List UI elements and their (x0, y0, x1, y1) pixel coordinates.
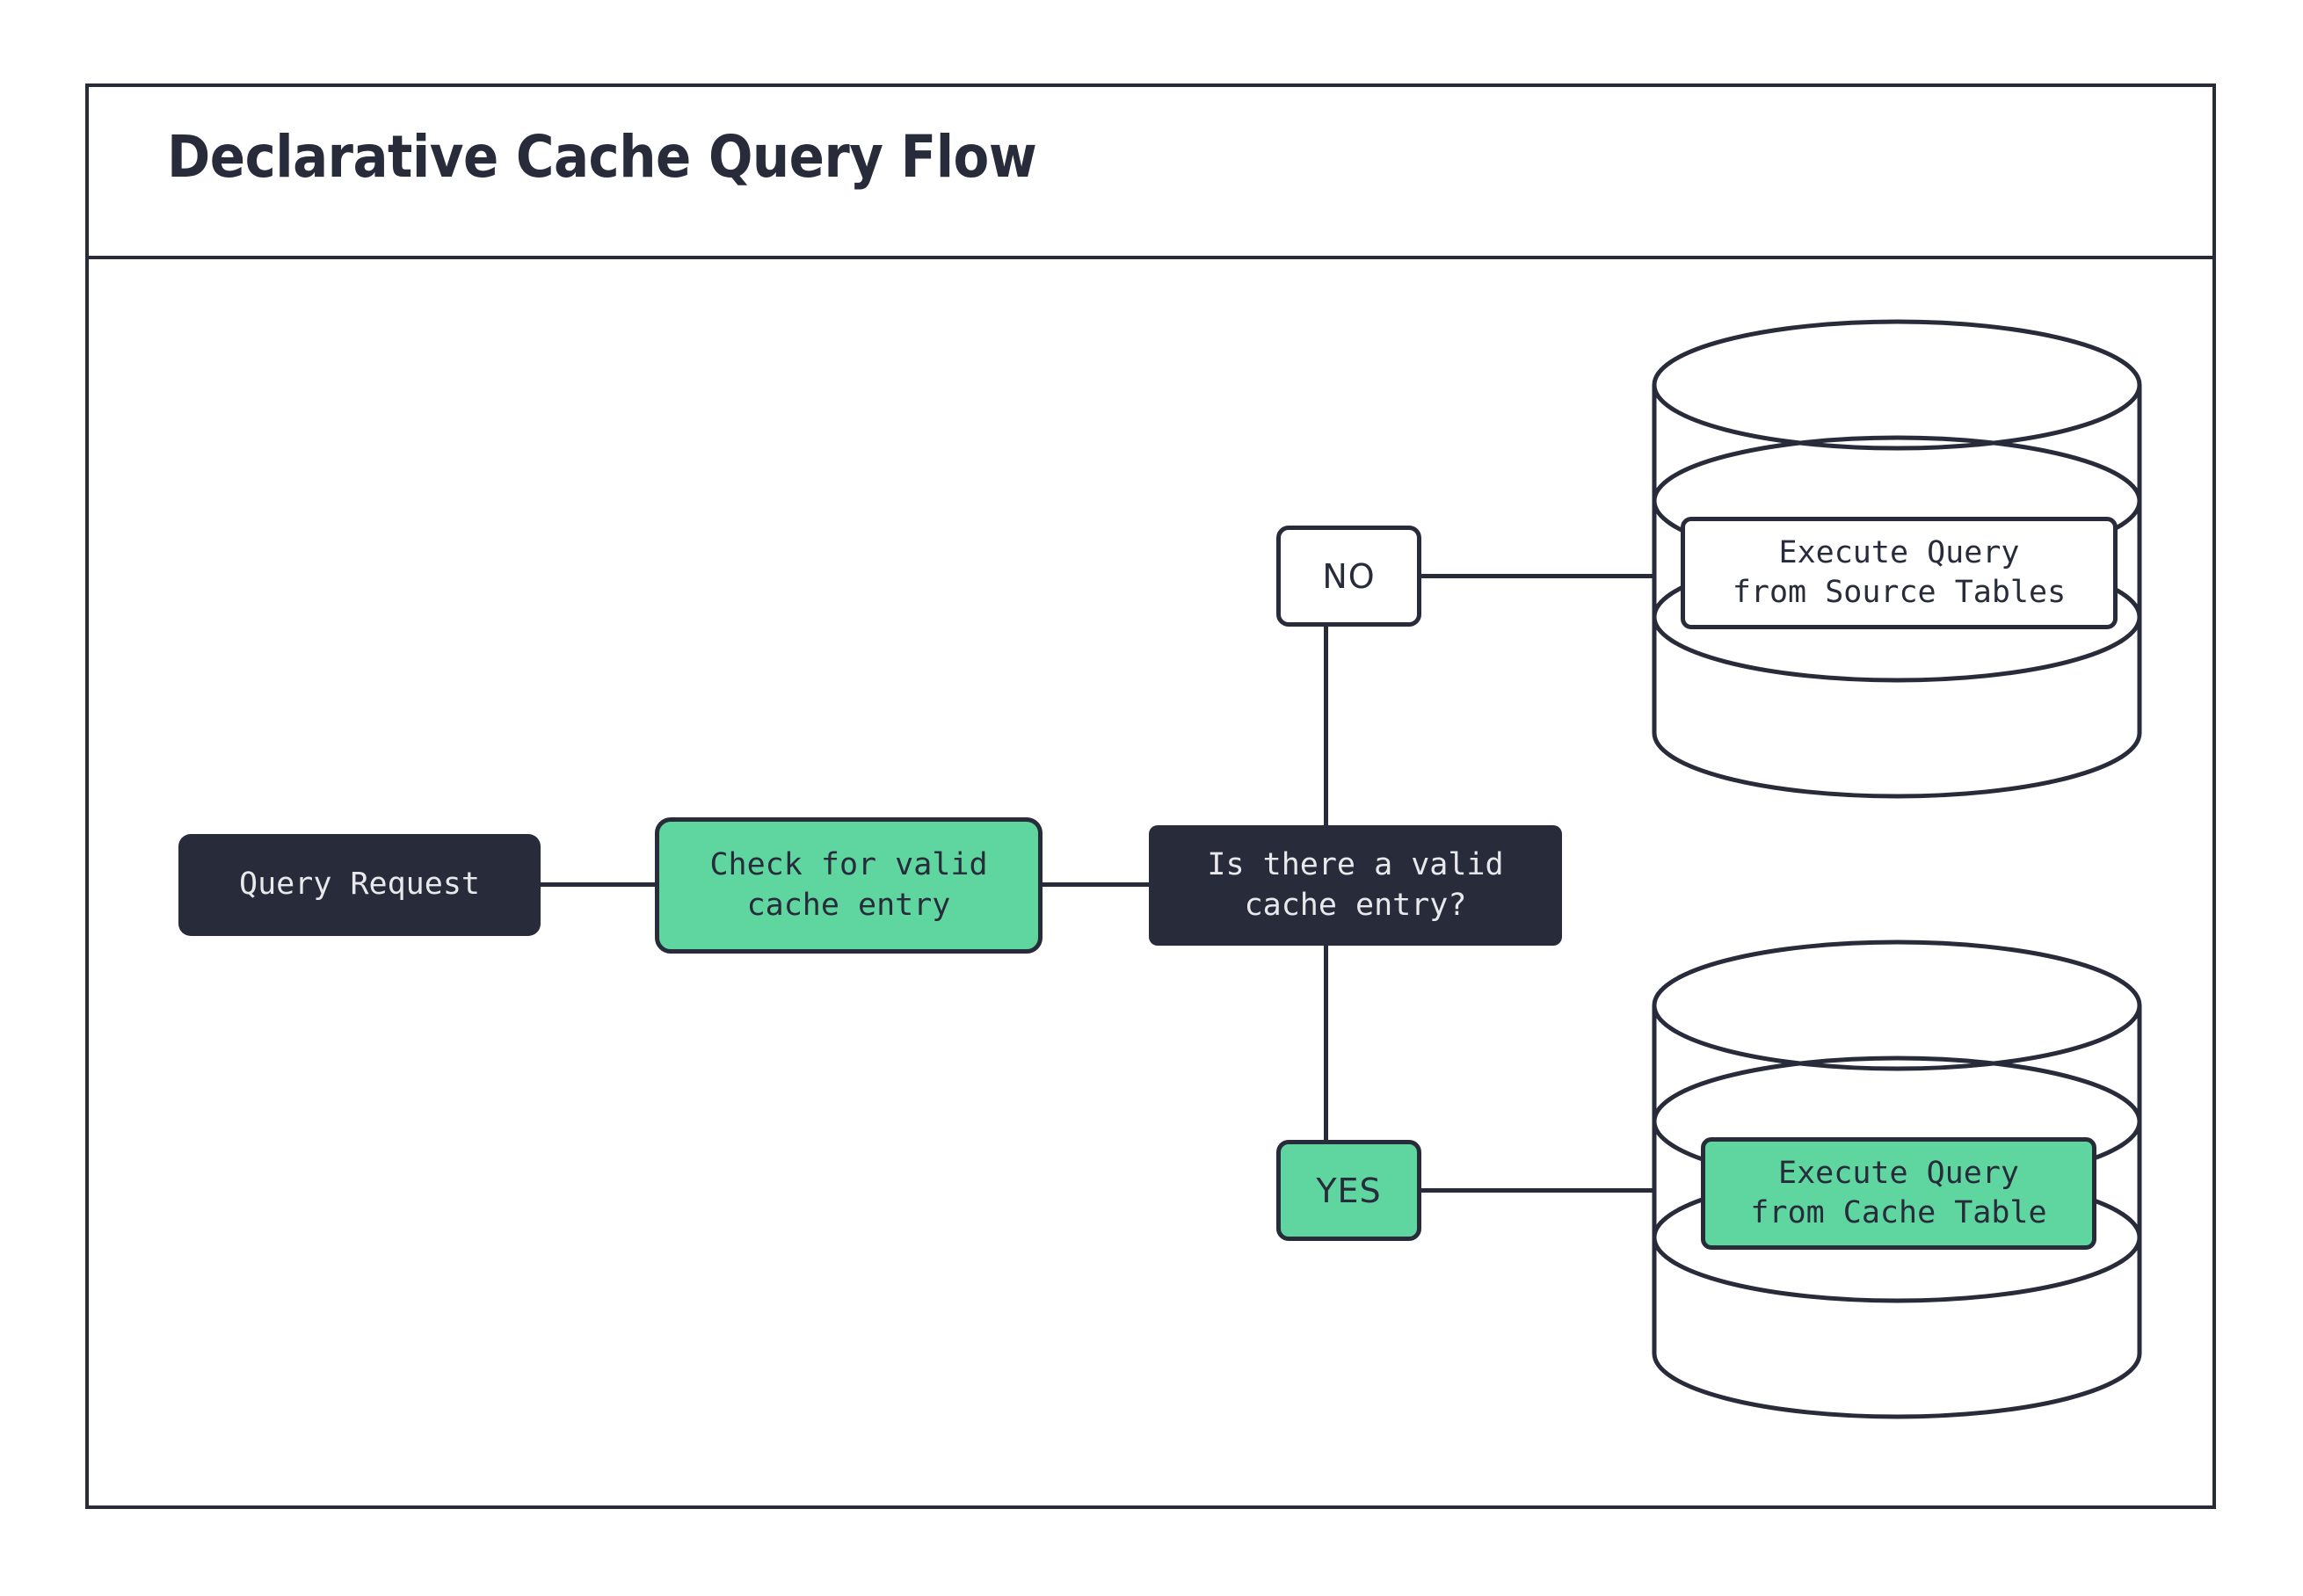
connector-request-to-check (539, 882, 657, 887)
connector-yes-to-cache-db (1419, 1188, 1656, 1193)
diagram-frame (85, 83, 2216, 1509)
header-divider (85, 256, 2216, 259)
node-execute-query-from-cache-table[interactable]: Execute Query from Cache Table (1701, 1137, 2096, 1250)
connector-no-to-source-db (1419, 574, 1656, 578)
connector-decision-to-yes (1324, 943, 1328, 1143)
source-database-cylinder (1651, 319, 2143, 799)
node-decision-valid-cache-entry[interactable]: Is there a valid cache entry? (1149, 825, 1562, 946)
node-query-request[interactable]: Query Request (178, 834, 541, 936)
connector-check-to-decision (1041, 882, 1152, 887)
branch-label-yes[interactable]: YES (1276, 1140, 1421, 1241)
page-title: Declarative Cache Query Flow (167, 123, 1037, 191)
connector-decision-to-no (1324, 624, 1328, 828)
node-check-for-valid-cache-entry[interactable]: Check for valid cache entry (655, 817, 1043, 954)
node-execute-query-from-source-tables[interactable]: Execute Query from Source Tables (1681, 517, 2118, 629)
branch-label-no[interactable]: NO (1276, 526, 1421, 627)
database-cylinder-icon (1652, 319, 2142, 799)
